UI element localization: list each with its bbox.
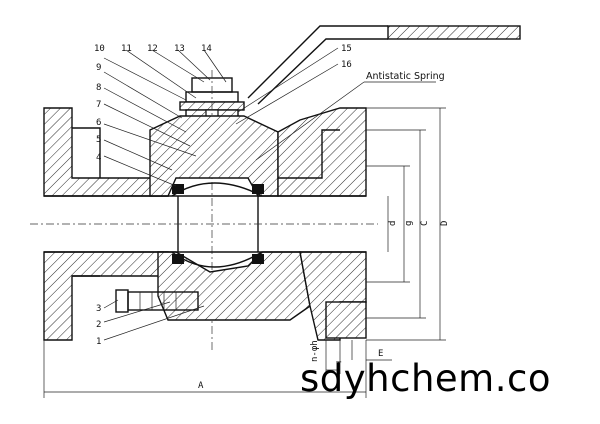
dim-label-A: A (198, 381, 204, 391)
dim-label-C: C (420, 221, 430, 226)
handle-lever (247, 25, 521, 105)
callout-7: 7 (96, 100, 101, 110)
dim-label-E: E (378, 349, 383, 359)
callout-15: 15 (341, 44, 352, 54)
body-right-flange (277, 107, 367, 341)
callout-3: 3 (96, 304, 101, 314)
callout-13: 13 (174, 44, 185, 54)
callout-14: 14 (201, 44, 212, 54)
callout-leaders (103, 47, 436, 341)
body-bolt (115, 289, 199, 313)
callout-6: 6 (96, 118, 101, 128)
callout-11: 11 (121, 44, 132, 54)
callout-16: 16 (341, 60, 352, 70)
callout-10: 10 (94, 44, 105, 54)
callout-1: 1 (96, 337, 101, 347)
callout-5: 5 (96, 135, 101, 145)
dim-label-n-phi-h: n-φh (310, 340, 320, 362)
callout-2: 2 (96, 320, 101, 330)
callout-4: 4 (96, 153, 101, 163)
antistatic-spring-label: Antistatic Spring (366, 71, 445, 82)
dim-label-d: d (388, 221, 398, 226)
dim-label-T: T (336, 361, 342, 371)
site-watermark: sdyhchem.co (300, 357, 551, 400)
flow-bore (30, 195, 378, 253)
callout-8: 8 (96, 83, 101, 93)
dimension-lines (43, 107, 446, 398)
dim-label-g: g (404, 221, 414, 226)
callout-9: 9 (96, 63, 101, 73)
callout-12: 12 (147, 44, 158, 54)
dim-label-D: D (440, 221, 450, 226)
